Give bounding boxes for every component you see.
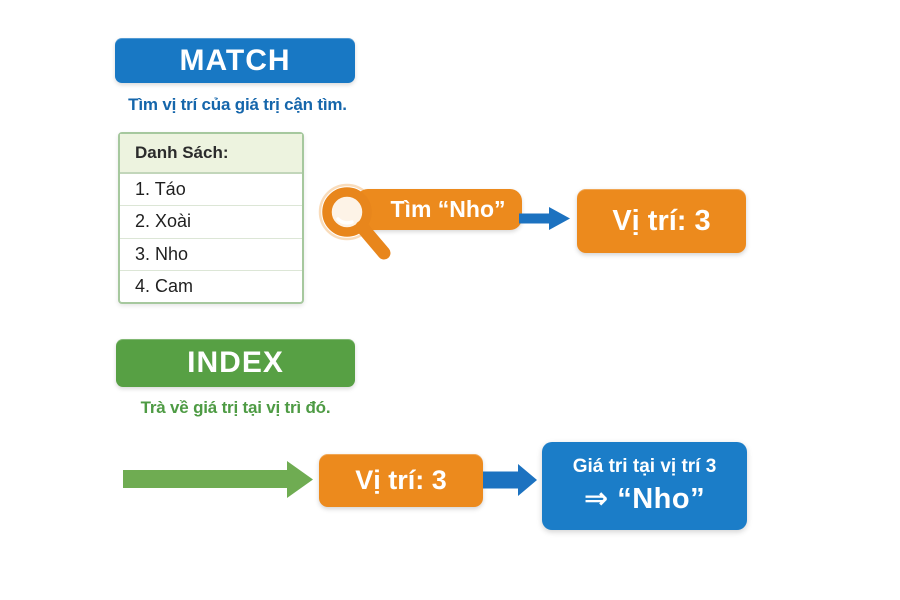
index-position-box: Vị trí: 3 [319,454,483,507]
index-title: INDEX [187,346,284,379]
match-subtitle: Tìm vị trí của giá trị cận tìm. [128,95,347,114]
index-header-button: INDEX [116,339,355,387]
match-title: MATCH [179,43,291,77]
arrow-right-icon [519,207,570,230]
search-banner: Tìm “Nho” [356,189,522,230]
fruit-list-table: Danh Sách: 1. Táo 2. Xoài 3. Nho 4. Cam [118,132,304,304]
list-item: 3. Nho [120,239,302,271]
arrow-right-icon [483,464,537,496]
match-header-button: MATCH [115,38,355,83]
list-header: Danh Sách: [120,134,302,174]
list-item: 4. Cam [135,275,194,296]
index-result-box: Giá tri tại vị trí 3 ⇒ “Nho” [542,442,747,530]
list-item: 2. Xoài [120,206,302,239]
match-result-box: Vị trí: 3 [577,189,746,253]
result-line2: ⇒ “Nho” [583,483,706,515]
result-line1: Giá tri tại vị trí 3 [572,456,717,477]
magnifier-icon [318,183,391,260]
index-subtitle: Trà về giá trị tại vị trì đó. [140,398,331,417]
arrow-right-icon [123,461,313,498]
list-item: 1. Táo [120,174,302,207]
